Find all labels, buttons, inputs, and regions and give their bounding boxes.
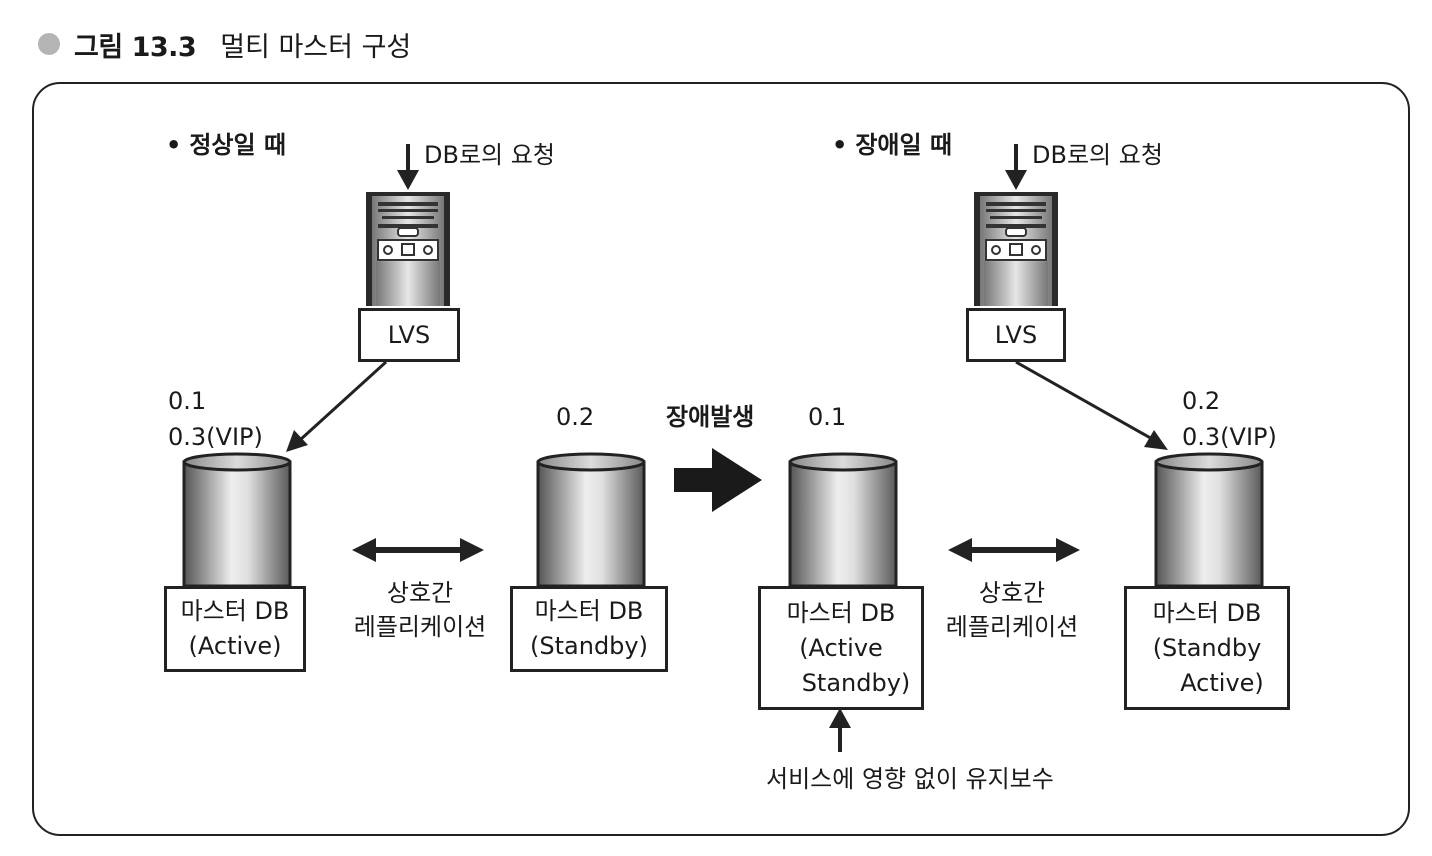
- new-db-ip-vip: 0.3(VIP): [1182, 423, 1277, 451]
- lvs-label-failure: LVS: [994, 320, 1038, 349]
- active-db-state: (Active): [188, 632, 282, 660]
- replication-label-failure-1: 상호간: [978, 579, 1046, 607]
- replication-label-normal-1: 상호간: [386, 579, 454, 607]
- new-active-db-cylinder-icon: [1154, 452, 1264, 588]
- request-arrow-normal: [397, 144, 419, 190]
- new-active-db-box: 마스터 DB (Standby Active): [1124, 586, 1290, 710]
- transition-label: 장애발생: [666, 403, 755, 431]
- old-db-box: 마스터 DB (Active Standby): [758, 586, 924, 710]
- active-db-name: 마스터 DB: [180, 597, 290, 625]
- lvs-to-active-arrow: [286, 360, 388, 452]
- replication-arrow-normal: [352, 538, 484, 562]
- new-db-ip-primary: 0.2: [1182, 387, 1221, 415]
- standby-ip: 0.2: [556, 403, 595, 431]
- diagram-frame: [32, 82, 1410, 836]
- new-db-name: 마스터 DB: [1152, 598, 1262, 627]
- lvs-to-new-active-arrow: [1015, 360, 1168, 450]
- standby-db-name: 마스터 DB: [534, 597, 644, 625]
- lvs-server-icon-normal: [365, 191, 451, 307]
- new-db-state-from: (Standby: [1152, 633, 1262, 662]
- lvs-server-icon-failure: [973, 191, 1059, 307]
- lvs-box-normal: LVS: [358, 308, 460, 362]
- lvs-box-failure: LVS: [966, 308, 1066, 362]
- request-label-failure: DB로의 요청: [1032, 141, 1163, 169]
- failure-transition-arrow: [674, 448, 762, 512]
- old-db-state-to: Standby): [801, 668, 911, 697]
- request-arrow-failure: [1005, 144, 1027, 190]
- replication-label-failure-2: 레플리케이션: [945, 613, 1079, 641]
- figure-title: 그림 13.3 멀티 마스터 구성: [38, 22, 411, 66]
- lvs-label-normal: LVS: [387, 320, 431, 349]
- old-db-cylinder-icon: [788, 452, 898, 588]
- replication-label-normal-2: 레플리케이션: [353, 613, 487, 641]
- active-db-cylinder-icon: [182, 452, 292, 588]
- replication-arrow-failure: [948, 538, 1080, 562]
- figure-name: 멀티 마스터 구성: [220, 31, 412, 63]
- maintenance-label: 서비스에 영향 없이 유지보수: [766, 765, 1054, 793]
- standby-db-box: 마스터 DB (Standby): [510, 586, 668, 672]
- new-db-state-to: Active): [1180, 668, 1264, 697]
- maintenance-arrow: [829, 708, 851, 752]
- old-db-ip: 0.1: [808, 403, 847, 431]
- old-db-name: 마스터 DB: [786, 598, 896, 627]
- heading-failure: 장애일 때: [832, 128, 952, 162]
- active-ip-primary: 0.1: [168, 387, 207, 415]
- request-label-normal: DB로의 요청: [424, 141, 555, 169]
- active-db-box: 마스터 DB (Active): [164, 586, 306, 672]
- active-ip-vip: 0.3(VIP): [168, 423, 263, 451]
- standby-db-cylinder-icon: [536, 452, 646, 588]
- title-bullet-icon: [38, 33, 60, 55]
- standby-db-state: (Standby): [530, 632, 648, 660]
- figure-number: 그림 13.3: [74, 31, 197, 63]
- old-db-state-from: (Active: [799, 633, 883, 662]
- heading-normal: 정상일 때: [166, 128, 286, 162]
